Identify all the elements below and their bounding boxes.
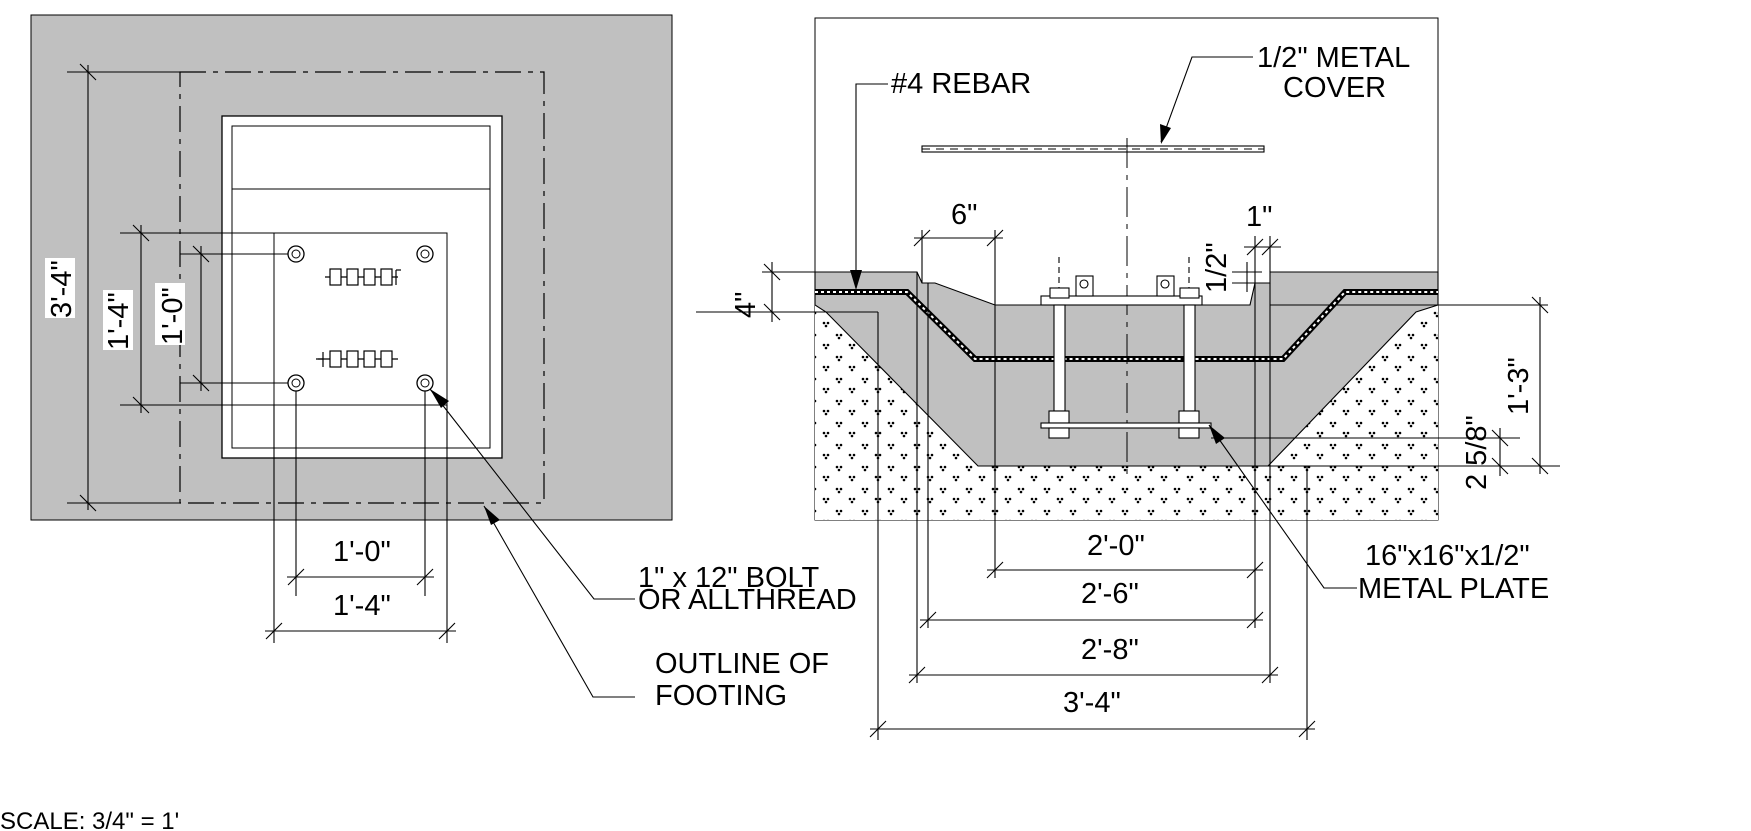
- cover-callout: 1/2" METAL COVER: [1257, 42, 1417, 104]
- dim-slab: 4": [730, 292, 762, 318]
- footing-callout-line-1: OUTLINE OF: [655, 648, 829, 680]
- plan-view: 3'-4" 1'-4" 1'-0" 1'-0" 1'-4" 1" x 12" B…: [0, 14, 857, 831]
- bolt-callout: 1" x 12" BOLT OR ALLTHREAD: [638, 562, 857, 616]
- dim-label-bg: [45, 258, 75, 318]
- footing-callout-line-2: FOOTING: [655, 680, 787, 712]
- base-plate-plan: [273, 232, 448, 406]
- bolt-callout-line-1: 1" x 12" BOLT: [638, 562, 820, 594]
- cover-callout-line-2: COVER: [1283, 72, 1386, 104]
- dim-label-bg: [155, 283, 185, 345]
- section-dimension-lines: [762, 229, 1560, 740]
- dim-w2: 2'-6": [1081, 578, 1139, 610]
- anchor-assembly: [1040, 257, 1212, 439]
- dim-w1: 2'-0": [1087, 530, 1145, 562]
- bolt-leader: [429, 388, 635, 600]
- dim-half: 1/2": [1201, 242, 1233, 293]
- dim-label-bg: [103, 290, 133, 350]
- terminal-strip-lower: [316, 350, 398, 368]
- cover-leader: [1160, 56, 1253, 144]
- plate-callout: 16"x16"x1/2" METAL PLATE: [1358, 540, 1549, 605]
- dim-depth: 1'-3": [1503, 357, 1535, 415]
- footing-callout: OUTLINE OF FOOTING: [655, 648, 837, 712]
- dim-plate-horizontal: 1'-4": [333, 590, 391, 622]
- plate-callout-line-2: METAL PLATE: [1358, 573, 1549, 605]
- rebar-leader: [850, 83, 888, 290]
- plate-leader: [1208, 424, 1357, 589]
- dim-plate-clear: 2 5/8": [1461, 415, 1493, 490]
- plan-dimension-lines: [67, 63, 456, 643]
- bolt-callout-line-2: OR ALLTHREAD: [638, 584, 857, 616]
- cover-callout-line-1: 1/2" METAL: [1257, 42, 1410, 74]
- footing-leader: [483, 505, 635, 698]
- dim-top-offset: 6": [951, 199, 977, 231]
- dim-bolt-horizontal: 1'-0": [333, 536, 391, 568]
- dim-plate-vertical: 1'-4": [103, 292, 135, 350]
- dim-bolt-vertical: 1'-0": [157, 287, 189, 345]
- plate-callout-line-1: 16"x16"x1/2": [1365, 540, 1530, 572]
- dim-edge: 1": [1246, 201, 1272, 233]
- terminal-strip-upper: [325, 268, 401, 286]
- section-view: #4 REBAR 1/2" METAL COVER 16"x16"x1/2" M…: [696, 17, 1560, 740]
- dim-w3: 2'-8": [1081, 634, 1139, 666]
- scale-note: SCALE: 3/4" = 1': [0, 808, 179, 831]
- dim-w4: 3'-4": [1063, 687, 1121, 719]
- rebar-callout: #4 REBAR: [891, 68, 1031, 100]
- dim-overall-plan: 3'-4": [46, 260, 78, 318]
- metal-cover: [921, 145, 1265, 153]
